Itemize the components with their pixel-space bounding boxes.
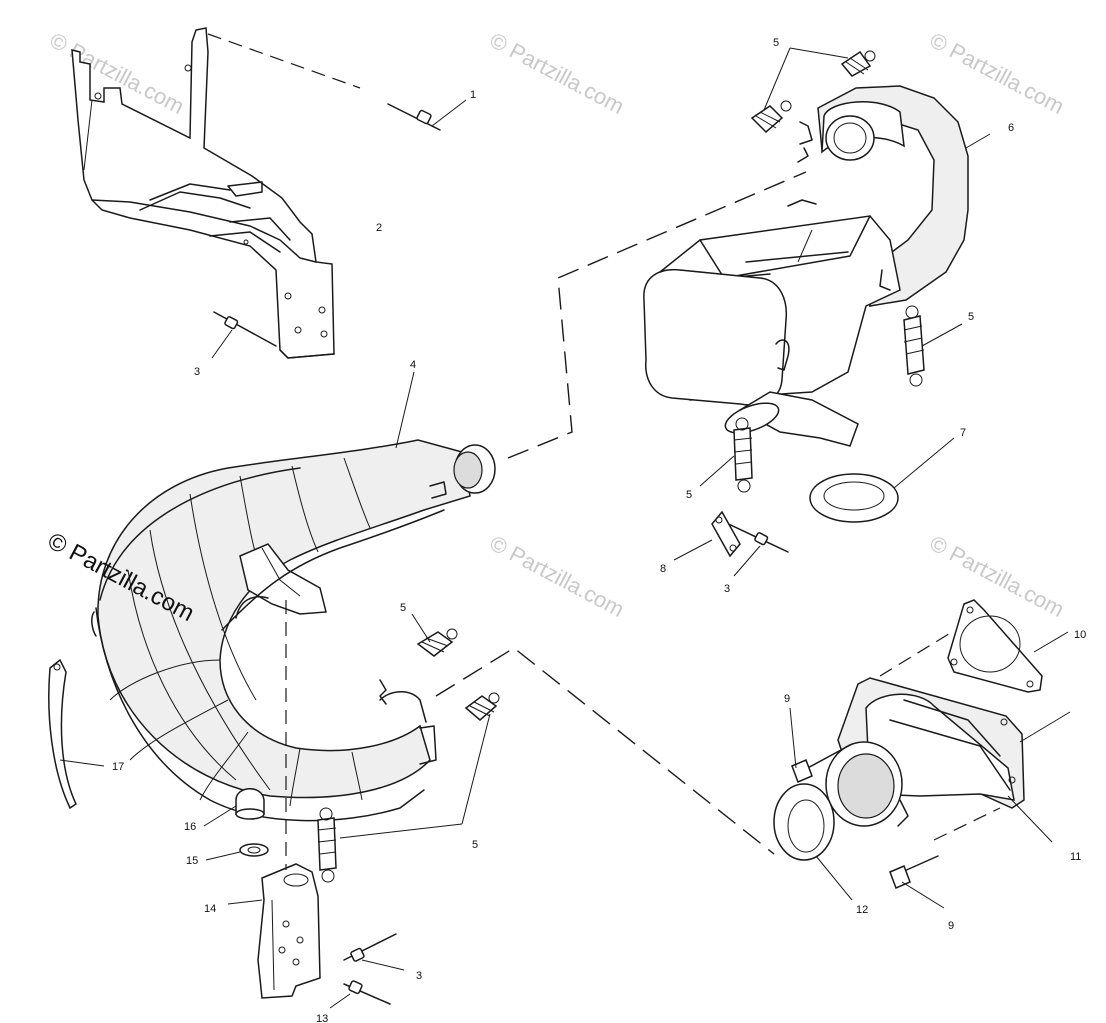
callout-5-lower: 5 [400,602,406,614]
callout-12: 12 [856,904,868,916]
part-8-bracket [673,510,741,561]
callout-14: 14 [204,903,216,915]
callout-17: 17 [112,761,124,773]
callout-3-mid: 3 [724,583,730,595]
part-12-ring-gasket [773,783,853,901]
callout-5-right: 5 [968,311,974,323]
part-1-screw [387,99,467,131]
callout-5-bottom: 5 [472,839,478,851]
callout-13: 13 [316,1013,328,1023]
callout-5-top: 5 [773,37,779,49]
watermark-mid-right: © Partzilla.com [926,530,1069,622]
part-7-gasket [809,437,955,523]
callout-1: 1 [470,89,476,101]
callout-9-top: 9 [784,693,790,705]
part-3-screws [211,311,789,1009]
callout-9-bottom: 9 [948,920,954,932]
callout-11: 11 [1070,851,1081,863]
part-5-springs [317,47,963,883]
part-15-washer [205,843,269,861]
watermark-top-center: © Partzilla.com [486,27,629,119]
watermark-top-right: © Partzilla.com [926,27,1069,119]
part-10-flange-gasket [947,599,1069,693]
callout-16: 16 [184,821,196,833]
part-14-mount-bracket [227,600,321,999]
part-9-bolts [789,707,945,909]
callout-10: 10 [1074,629,1086,641]
callout-15: 15 [186,855,198,867]
part-2-heat-shield [71,27,361,359]
callout-6: 6 [1008,122,1014,134]
callout-3-top: 3 [194,366,200,378]
part-16-bumper [203,788,265,827]
callout-2: 2 [376,222,382,234]
callout-8: 8 [660,563,666,575]
part-4-expansion-pipe [91,371,496,822]
watermark-mid-center: © Partzilla.com [486,530,629,622]
part-11-manifold [825,677,1071,843]
callout-4: 4 [410,359,416,371]
assembly-lines [435,171,1001,855]
part-6-silencer [643,85,991,447]
callout-3-bottom: 3 [416,970,422,982]
callout-labels: 1 2 3 3 3 4 5 5 5 5 5 6 7 8 9 9 10 11 12… [112,37,1086,1023]
part-17-strap [48,658,105,810]
callout-7: 7 [960,427,966,439]
callout-5-mid: 5 [686,489,692,501]
